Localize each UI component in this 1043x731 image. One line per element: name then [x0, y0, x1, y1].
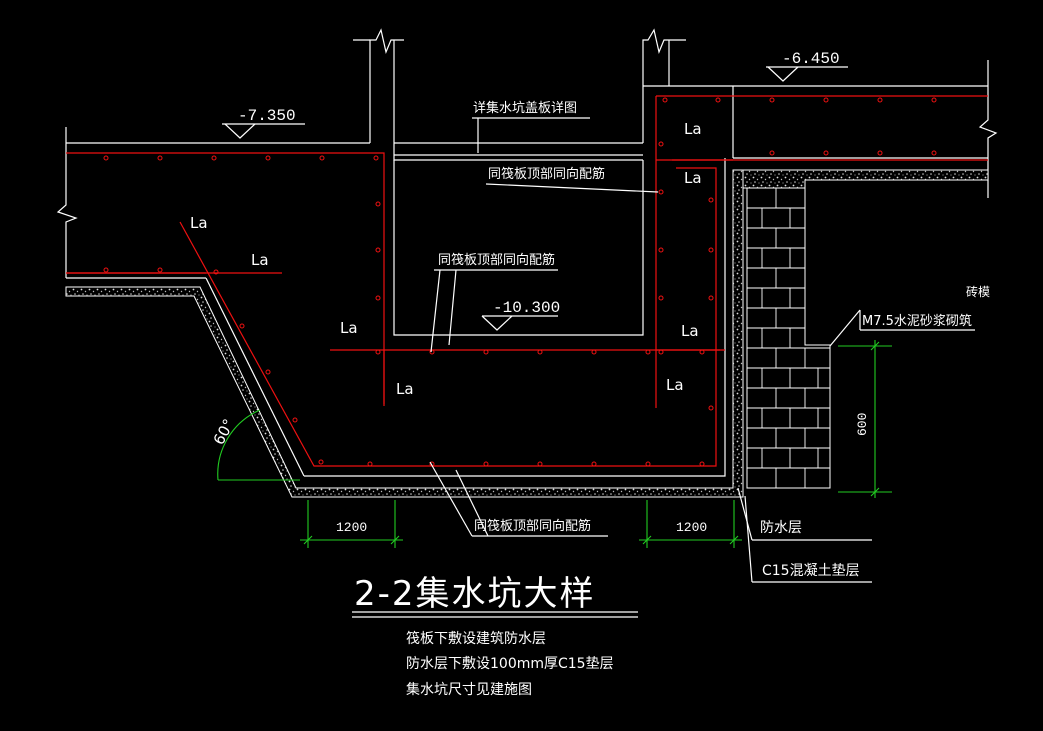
rebar-dot: [213, 269, 219, 275]
rebar-dot: [591, 349, 597, 355]
svg-text:砖模: 砖模: [966, 284, 990, 299]
rebar-dot: [715, 97, 721, 103]
cushion-layer: [65, 169, 989, 498]
rebar-dot: [699, 461, 705, 467]
svg-text:集水坑尺寸见建施图: 集水坑尺寸见建施图: [406, 681, 532, 698]
rebar-dot: [103, 155, 109, 161]
svg-text:防水层: 防水层: [760, 520, 802, 536]
rebar-dot: [658, 189, 664, 195]
svg-text:筏板下敷设建筑防水层: 筏板下敷设建筑防水层: [406, 630, 546, 647]
rebar-dot: [375, 349, 381, 355]
rebar-dot: [658, 349, 664, 355]
rebar-dot: [823, 150, 829, 156]
svg-text:60°: 60°: [210, 416, 238, 448]
rebar-dot: [319, 155, 325, 161]
rebar-dot: [265, 369, 271, 375]
rebar-dot: [103, 267, 109, 273]
callout-rebar-upper: 同筏板顶部同向配筋: [485, 166, 659, 193]
rebar-dot: [877, 97, 883, 103]
rebar-dot: [931, 150, 937, 156]
svg-text:2-2集水坑大样: 2-2集水坑大样: [354, 574, 596, 614]
rebar-dot: [483, 349, 489, 355]
elevation-left: -7.350: [222, 107, 305, 139]
rebar-dot: [708, 197, 714, 203]
rebar-dot: [537, 349, 543, 355]
svg-text:同筏板顶部同向配筋: 同筏板顶部同向配筋: [488, 166, 605, 182]
svg-text:La: La: [396, 380, 414, 398]
dimension-left-1200: 1200: [300, 500, 403, 548]
svg-text:M7.5水泥砂浆砌筑: M7.5水泥砂浆砌筑: [862, 313, 972, 329]
rebar-dot: [823, 97, 829, 103]
rebar-dot: [375, 247, 381, 253]
rebar-dot: [658, 247, 664, 253]
rebar-dot: [375, 201, 381, 207]
rebar-dot: [292, 417, 298, 423]
rebar-dot: [157, 267, 163, 273]
rebar-dot: [375, 295, 381, 301]
rebar-dot: [877, 150, 883, 156]
callout-rebar-bottom: 同筏板顶部同向配筋: [429, 461, 608, 537]
rebar-dot: [537, 461, 543, 467]
callout-brick-mold: 砖模: [966, 284, 990, 299]
rebar-dot: [708, 295, 714, 301]
rebar-dot: [367, 461, 373, 467]
rebar-dot: [645, 349, 651, 355]
rebar-dot: [769, 150, 775, 156]
svg-text:-10.300: -10.300: [493, 299, 560, 317]
dimension-height-600: 600: [838, 340, 892, 498]
rebar-dot: [708, 247, 714, 253]
rebar-dot: [373, 155, 379, 161]
svg-text:La: La: [666, 376, 684, 394]
brick-wall: [746, 187, 831, 489]
svg-text:同筏板顶部同向配筋: 同筏板顶部同向配筋: [474, 518, 591, 534]
rebar-dot: [662, 97, 668, 103]
svg-text:详集水坑盖板详图: 详集水坑盖板详图: [473, 100, 577, 116]
svg-text:600: 600: [855, 413, 870, 436]
rebar-dot: [483, 461, 489, 467]
rebar-dot: [239, 323, 245, 329]
rebar-dot: [699, 349, 705, 355]
rebar-dot: [658, 295, 664, 301]
svg-text:La: La: [251, 251, 269, 269]
svg-text:C15混凝土垫层: C15混凝土垫层: [762, 563, 860, 579]
svg-text:La: La: [190, 214, 208, 232]
drawing-title: 2-2集水坑大样: [352, 574, 638, 618]
rebar-dot: [429, 349, 435, 355]
svg-text:1200: 1200: [676, 520, 707, 535]
rebar: [66, 95, 988, 467]
svg-text:-6.450: -6.450: [782, 50, 840, 68]
concrete-outline: [56, 28, 998, 477]
rebar-dot: [591, 461, 597, 467]
elevation-pit: -10.300: [481, 299, 560, 331]
callout-cushion: C15混凝土垫层: [744, 495, 872, 583]
callout-rebar-middle: 同筏板顶部同向配筋: [430, 252, 558, 353]
svg-text:1200: 1200: [336, 520, 367, 535]
svg-text:La: La: [340, 319, 358, 337]
svg-text:-7.350: -7.350: [238, 107, 296, 125]
dimension-right-1200: 1200: [639, 500, 742, 548]
rebar-dot: [658, 141, 664, 147]
svg-text:La: La: [684, 169, 702, 187]
rebar-dot: [769, 97, 775, 103]
elevation-right: -6.450: [766, 50, 848, 82]
rebar-dot: [931, 97, 937, 103]
general-notes: 筏板下敷设建筑防水层 防水层下敷设100mm厚C15垫层 集水坑尺寸见建施图: [406, 630, 614, 698]
svg-text:La: La: [684, 120, 702, 138]
rebar-dot: [645, 461, 651, 467]
callout-waterproof: 防水层: [737, 487, 872, 541]
rebar-dot: [265, 155, 271, 161]
callout-mortar: M7.5水泥砂浆砌筑: [829, 309, 975, 347]
svg-text:同筏板顶部同向配筋: 同筏板顶部同向配筋: [438, 252, 555, 268]
rebar-dot: [318, 459, 324, 465]
svg-text:La: La: [681, 322, 699, 340]
rebar-dots: [103, 97, 937, 467]
svg-text:防水层下敷设100mm厚C15垫层: 防水层下敷设100mm厚C15垫层: [406, 656, 614, 672]
rebar-dot: [157, 155, 163, 161]
callout-cover-plate: 详集水坑盖板详图: [472, 100, 590, 153]
rebar-dot: [708, 405, 714, 411]
rebar-dot: [211, 155, 217, 161]
la-labels: La La La La La La La La: [190, 120, 702, 398]
